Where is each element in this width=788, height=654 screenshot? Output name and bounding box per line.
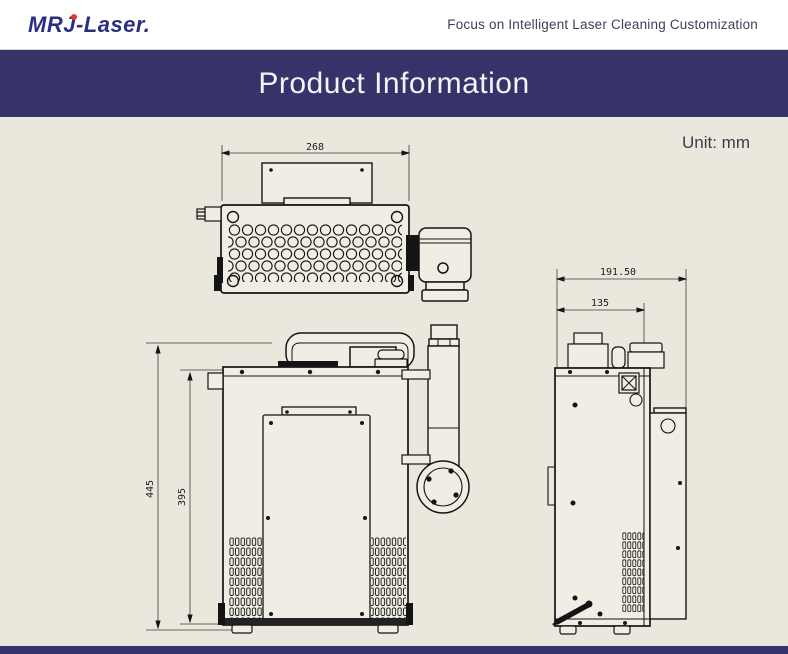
footer-bar: [0, 646, 788, 654]
page-title: Product Information: [258, 66, 530, 100]
gun-arm-lower: [401, 454, 431, 465]
dimension-front-outer: [146, 342, 272, 631]
side-bracket: [547, 466, 555, 506]
vent-grid-front-right: [371, 537, 406, 620]
base-front: [218, 603, 413, 634]
unit-label: Unit: mm: [682, 133, 750, 152]
dimension-label-side-inner: 135: [591, 298, 609, 309]
cleaning-gun-top: [418, 227, 472, 302]
machine-body-top: [220, 204, 410, 294]
dimension-top-width: [220, 145, 411, 201]
power-connector-side: [618, 372, 640, 394]
access-panel-front: [262, 406, 371, 623]
title-banner: Product Information: [0, 50, 788, 117]
button-side: [629, 393, 643, 407]
gun-mount-block: [406, 235, 420, 271]
content-area: Unit: mm: [0, 117, 788, 646]
foot-tab-left: [217, 257, 223, 283]
top-fittings-side: [567, 332, 665, 369]
dimension-label-top-width: 268: [306, 142, 324, 153]
side-view-drawing: 191.50 135: [547, 267, 688, 635]
foot-tab-left2: [214, 275, 221, 291]
front-view-drawing: 445 395: [145, 324, 470, 634]
gun-arm-upper: [401, 369, 431, 380]
technical-drawing: 268: [145, 142, 688, 635]
top-view-drawing: 268: [196, 142, 472, 302]
dimension-side-outer: [555, 269, 688, 413]
left-connector-top: [196, 206, 222, 222]
dimension-label-front-inner: 395: [177, 488, 188, 506]
gun-ring: [416, 460, 470, 514]
vent-holes-top: [228, 224, 402, 282]
dimension-label-side-outer: 191.50: [600, 267, 636, 278]
base-side: [552, 600, 650, 635]
left-connector-front: [207, 372, 224, 390]
brand-logo: MRJ-Laser.: [28, 11, 151, 37]
logo-text: MRJ-Laser.: [28, 11, 151, 37]
header-bar: MRJ-Laser. Focus on Intelligent Laser Cl…: [0, 0, 788, 50]
cleaning-gun-front: [401, 324, 470, 514]
logo-red-dot-icon: [71, 13, 77, 20]
top-cap-front: [374, 349, 408, 368]
carry-handle-top: [261, 162, 373, 206]
header-tagline: Focus on Intelligent Laser Cleaning Cust…: [447, 17, 758, 32]
vent-grid-front-left: [229, 537, 262, 620]
dimension-label-front-outer: 445: [145, 480, 156, 498]
rear-panel-side: [649, 407, 687, 620]
foot-tab-right: [408, 275, 414, 291]
vent-grid-side: [622, 532, 644, 612]
